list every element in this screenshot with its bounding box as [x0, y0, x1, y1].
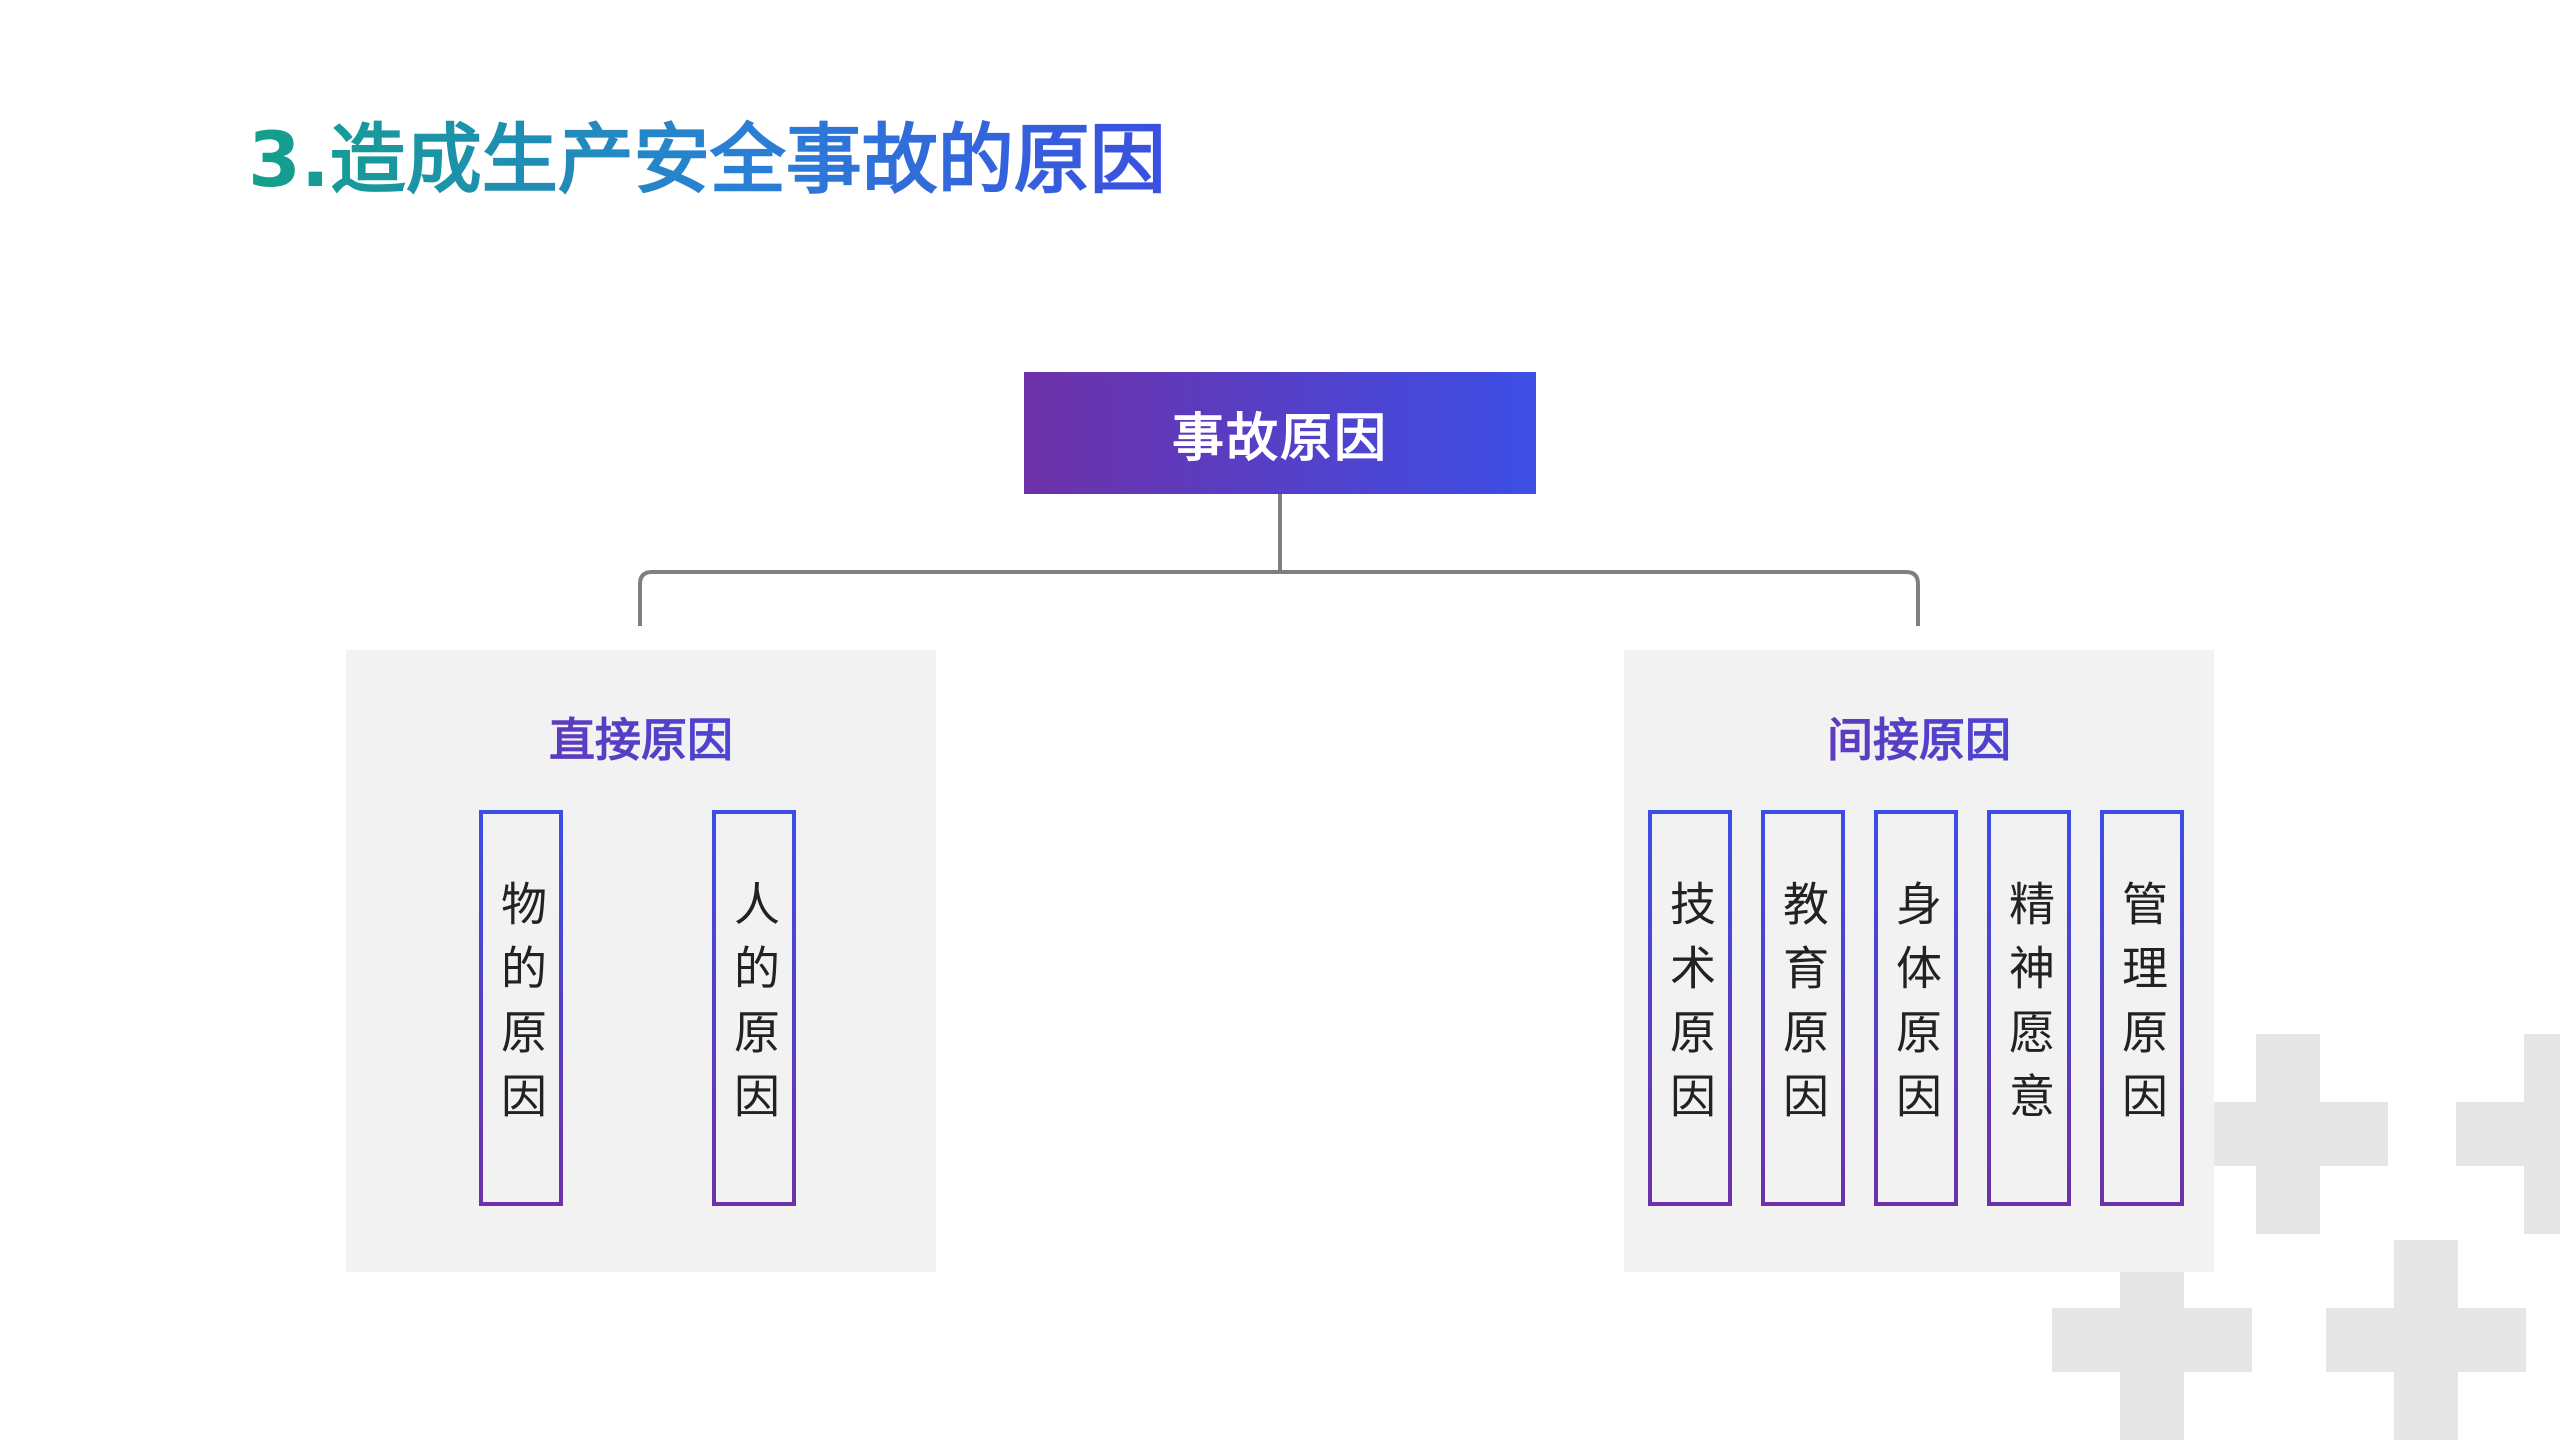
leaf-node: 教育原因: [1761, 810, 1845, 1206]
branch-title: 直接原因: [346, 710, 936, 770]
leaf-node: 物的原因: [479, 810, 563, 1206]
leaf-label: 精神愿意: [2002, 880, 2056, 1136]
leaf-label: 人的原因: [727, 880, 781, 1136]
branch-title: 间接原因: [1624, 710, 2214, 770]
root-node: 事故原因: [1024, 372, 1536, 494]
leaf-node: 人的原因: [712, 810, 796, 1206]
bracket-line: [638, 570, 1920, 626]
leaf-node: 管理原因: [2100, 810, 2184, 1206]
branch-direct-causes: 直接原因 物的原因 人的原因: [346, 650, 936, 1272]
leaf-node: 技术原因: [1648, 810, 1732, 1206]
root-node-label: 事故原因: [1171, 408, 1388, 469]
leaf-node: 精神愿意: [1987, 810, 2071, 1206]
page-title: 3.造成生产安全事故的原因: [248, 112, 1166, 208]
leaf-label: 教育原因: [1776, 880, 1830, 1136]
branch-indirect-causes: 间接原因 技术原因 教育原因 身体原因 精神愿意 管理原因: [1624, 650, 2214, 1272]
leaf-label: 物的原因: [494, 880, 548, 1136]
leaf-label: 身体原因: [1889, 880, 1943, 1136]
leaf-node: 身体原因: [1874, 810, 1958, 1206]
leaf-label: 管理原因: [2115, 880, 2169, 1136]
leaf-label: 技术原因: [1663, 880, 1717, 1136]
